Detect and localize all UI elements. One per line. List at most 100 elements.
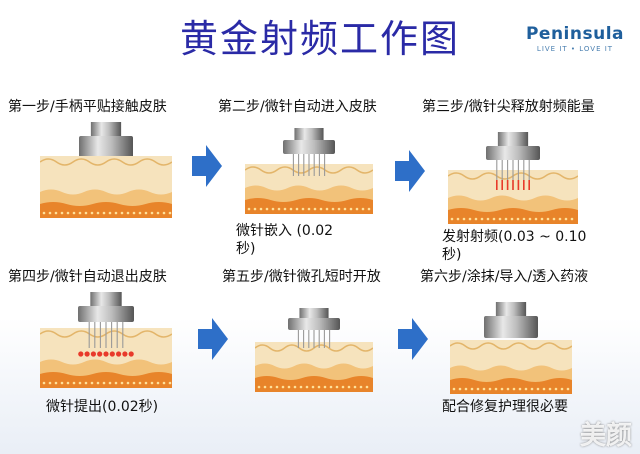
skin-dot (325, 207, 329, 211)
step-6-label: 第六步/涂抹/导入/透入药液 (420, 269, 589, 285)
skin-dot (367, 207, 371, 211)
skin-dot (492, 217, 496, 221)
step-3-caption-line2: 秒) (442, 247, 462, 263)
skin-dot (329, 385, 333, 389)
skin-dot (319, 207, 323, 211)
skin-dot (162, 381, 166, 385)
rf-dot (128, 351, 134, 357)
skin-dot (168, 381, 172, 385)
skin-dot (72, 381, 76, 385)
step-6-illustration (450, 302, 572, 394)
step-3-caption-line1: 发射射频(0.03 ~ 0.10 (442, 229, 587, 245)
handpiece-neck (294, 128, 324, 140)
skin-dot (456, 217, 460, 221)
step-2-caption-line2: 秒) (236, 241, 256, 257)
skin-dot (365, 385, 369, 389)
skin-dot (518, 387, 522, 391)
watermark: 美颜 (579, 421, 632, 451)
step-2-illustration (245, 128, 373, 214)
skin-dot (347, 385, 351, 389)
skin-dot (305, 385, 309, 389)
skin-dot (96, 381, 100, 385)
skin-dot (132, 381, 136, 385)
skin-dot (301, 207, 305, 211)
step-3-illustration (448, 132, 578, 224)
skin-subcutis (450, 378, 572, 394)
skin-dot (536, 387, 540, 391)
step-3-caption: 发射射频(0.03 ~ 0.10 秒) (442, 228, 586, 264)
skin-dot (458, 387, 462, 391)
arrow-2-to-3 (395, 150, 425, 192)
skin-dot (60, 381, 64, 385)
rf-dot (78, 351, 84, 357)
skin-dot (156, 381, 160, 385)
skin-dot (78, 211, 82, 215)
skin-dot (144, 211, 148, 215)
skin-dot (540, 217, 544, 221)
skin-dot (247, 207, 251, 211)
skin-dot (102, 211, 106, 215)
skin-dot (295, 207, 299, 211)
skin-dot (488, 387, 492, 391)
skin-dot (108, 211, 112, 215)
skin-dot (355, 207, 359, 211)
step-1-illustration (40, 122, 172, 218)
skin-dot (504, 217, 508, 221)
skin-surface (40, 158, 172, 166)
skin-dot (299, 385, 303, 389)
skin-dot (528, 217, 532, 221)
arrow-4-to-5 (198, 318, 228, 360)
skin-dot (361, 207, 365, 211)
step-3-label: 第三步/微针尖释放射频能量 (422, 99, 595, 115)
skin-dot (289, 207, 293, 211)
skin-dot (84, 381, 88, 385)
skin-dot (534, 217, 538, 221)
skin-dot (293, 385, 297, 389)
skin-dot (564, 217, 568, 221)
skin-dot (275, 385, 279, 389)
skin-dot (548, 387, 552, 391)
skin-dot (283, 207, 287, 211)
skin-dot (108, 381, 112, 385)
skin-subcutis (245, 198, 373, 214)
skin-dot (552, 217, 556, 221)
skin-dot (132, 211, 136, 215)
rf-dot (122, 351, 128, 357)
skin-dot (554, 387, 558, 391)
skin-dot (90, 381, 94, 385)
skin-subcutis (255, 376, 373, 392)
skin-dot (281, 385, 285, 389)
skin-dot (120, 211, 124, 215)
step-4-illustration (40, 292, 172, 388)
handpiece-neck (497, 132, 529, 146)
page-title: 黄金射频工作图 (179, 17, 460, 61)
skin-dot (560, 387, 564, 391)
skin-dot (271, 207, 275, 211)
skin-dot (343, 207, 347, 211)
skin-dot (331, 207, 335, 211)
handpiece-head (78, 306, 134, 322)
skin-dot (359, 385, 363, 389)
logo-tagline: LIVE IT • LOVE IT (536, 45, 614, 53)
skin-dot (114, 211, 118, 215)
skin-dot (542, 387, 546, 391)
skin-dot (313, 207, 317, 211)
rf-dot (109, 351, 115, 357)
skin-subcutis (40, 372, 172, 388)
skin-dot (84, 211, 88, 215)
skin-dot (349, 207, 353, 211)
handpiece-head (79, 136, 133, 158)
handpiece-head (283, 140, 335, 154)
step-1-label: 第一步/手柄平贴接触皮肤 (8, 99, 167, 115)
skin-dot (259, 207, 263, 211)
skin-dot (530, 387, 534, 391)
skin-dot (269, 385, 273, 389)
skin-dot (48, 381, 52, 385)
skin-dot (126, 211, 130, 215)
skin-dot (546, 217, 550, 221)
step-2-caption-line1: 微针嵌入 (0.02 (236, 223, 334, 239)
step-5-label: 第五步/微针微孔短时开放 (222, 269, 381, 285)
handpiece-head (288, 318, 340, 330)
skin-dot (566, 387, 570, 391)
skin-dot (150, 381, 154, 385)
